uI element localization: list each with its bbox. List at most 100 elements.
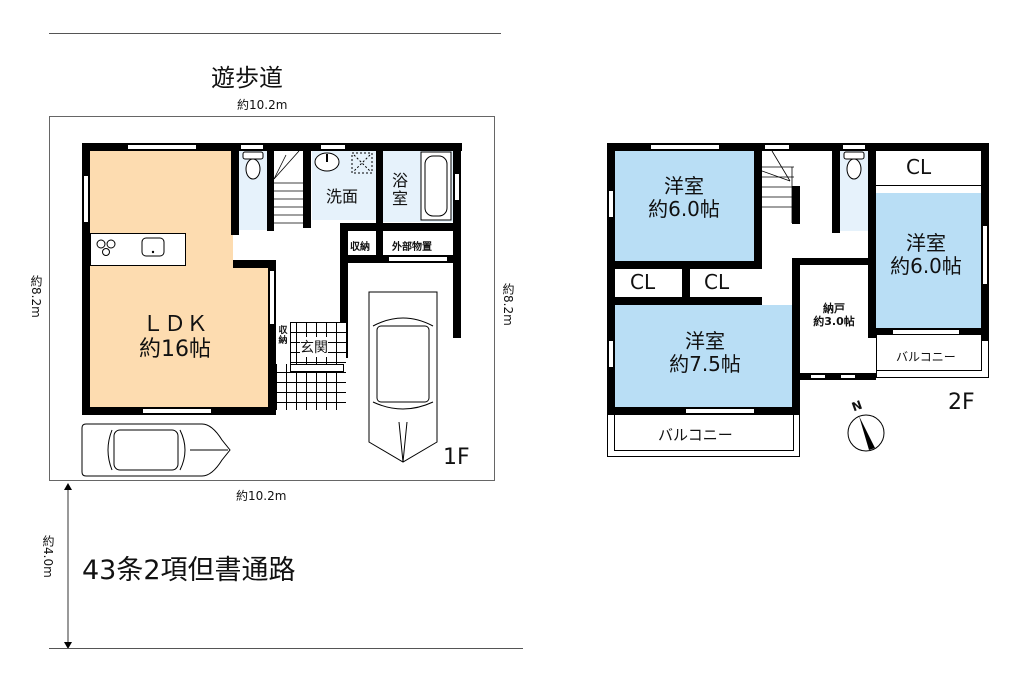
- window: [685, 408, 755, 414]
- sink-icon: [141, 237, 165, 257]
- site-width-top: 約10.2m: [237, 98, 288, 112]
- ldk-name: ＬＤＫ: [141, 312, 208, 337]
- site-depth-left: 約8.2m: [29, 275, 43, 318]
- closet-3: [876, 151, 981, 186]
- wall: [607, 143, 989, 151]
- wall: [682, 265, 690, 305]
- wall: [233, 260, 276, 268]
- closet-3-label: CL: [906, 155, 932, 179]
- car-icon-horizontal: [81, 423, 231, 477]
- floor2-label: 2F: [948, 390, 975, 415]
- south-room-label: 洋室 約7.5帖: [640, 330, 770, 376]
- wall: [792, 258, 876, 265]
- west-room-size: 約6.0帖: [648, 197, 720, 221]
- top-road-label: 遊歩道: [211, 64, 283, 92]
- closet-1-label: CL: [630, 270, 656, 294]
- storeroom-label: 納戸 約3.0帖: [800, 302, 868, 328]
- storeroom-name: 納戸: [823, 302, 845, 315]
- wall: [340, 223, 460, 231]
- window: [842, 144, 866, 150]
- entrance-label: 玄関: [300, 337, 328, 357]
- window: [127, 144, 197, 150]
- wall: [82, 143, 90, 415]
- bathroom-label-2: 室: [391, 189, 408, 209]
- stairs-icon: [273, 150, 304, 224]
- kitchen-counter: [90, 233, 186, 266]
- east-room-size: 約6.0帖: [890, 254, 962, 278]
- wall: [231, 143, 239, 235]
- closet-2-label: CL: [704, 270, 730, 294]
- window: [142, 408, 212, 414]
- west-room-label: 洋室 約6.0帖: [624, 175, 744, 221]
- window: [454, 173, 460, 201]
- ldk-size: 約16帖: [139, 337, 211, 363]
- wall: [754, 143, 762, 263]
- toilet-icon: [843, 151, 865, 180]
- car-icon-vertical: [368, 291, 438, 463]
- road-width-arrow: [64, 483, 72, 649]
- washroom-label: 洗面: [325, 187, 358, 206]
- wall: [607, 143, 615, 415]
- balcony-east-inner: [876, 335, 982, 371]
- wall: [268, 260, 276, 415]
- floor1-label: 1F: [443, 445, 470, 470]
- window: [650, 144, 720, 150]
- bottom-road-line: [49, 648, 523, 649]
- south-room-name: 洋室: [685, 329, 725, 353]
- wall: [792, 258, 800, 415]
- south-room: [614, 305, 792, 408]
- window: [320, 144, 346, 150]
- wall: [376, 223, 383, 258]
- window: [892, 329, 960, 335]
- east-room-label: 洋室 約6.0帖: [870, 232, 982, 278]
- entrance-storage-label-2: 納: [278, 336, 288, 347]
- west-room: [614, 151, 754, 261]
- balcony-south-inner: [614, 415, 794, 451]
- wall: [376, 143, 383, 228]
- stairs-icon: [761, 150, 794, 223]
- shower-icon: [351, 152, 373, 174]
- wall: [792, 373, 876, 380]
- closet-2: [690, 269, 754, 297]
- window: [269, 270, 275, 325]
- ldk-label: ＬＤＫ 約16帖: [120, 312, 230, 363]
- site-width-bottom: 約10.2m: [236, 489, 287, 503]
- toilet-icon: [242, 151, 264, 180]
- entrance-storage-label: 収 納: [276, 326, 290, 347]
- balcony-south-label: バルコニー: [658, 426, 733, 444]
- east-room: [876, 193, 981, 328]
- outdoor-storage-label: 外部物置: [392, 242, 432, 253]
- entrance-storage: [276, 322, 291, 364]
- balcony-south: [607, 415, 800, 457]
- front-road-label: 43条2項但書通路: [82, 555, 296, 586]
- top-road-line: [49, 33, 501, 34]
- balcony-east: [876, 335, 989, 378]
- window: [764, 144, 790, 150]
- compass-icon: [847, 414, 885, 452]
- window: [608, 340, 614, 368]
- storeroom: [800, 265, 868, 373]
- wall: [340, 223, 348, 358]
- window: [608, 190, 614, 218]
- entrance-storage-label-1: 収: [278, 326, 288, 336]
- east-room-name: 洋室: [906, 231, 946, 255]
- storage-label: 収納: [350, 242, 370, 253]
- bathroom-label: 浴 室: [386, 171, 414, 209]
- west-room-name: 洋室: [664, 174, 704, 198]
- window: [240, 144, 264, 150]
- wall: [303, 143, 311, 228]
- south-room-size: 約7.5帖: [669, 352, 741, 376]
- site-depth-right: 約8.2m: [501, 283, 515, 326]
- wall: [453, 143, 461, 338]
- site-boundary: [49, 116, 495, 481]
- ldk-room: [90, 150, 233, 408]
- window: [840, 374, 856, 379]
- window: [982, 225, 988, 285]
- bathtub-icon: [420, 151, 452, 221]
- wall: [792, 186, 800, 224]
- window: [388, 256, 448, 262]
- closet-1: [615, 269, 682, 297]
- storeroom-size: 約3.0帖: [813, 314, 855, 328]
- balcony-east-label: バルコニー: [896, 350, 956, 364]
- window: [83, 175, 89, 223]
